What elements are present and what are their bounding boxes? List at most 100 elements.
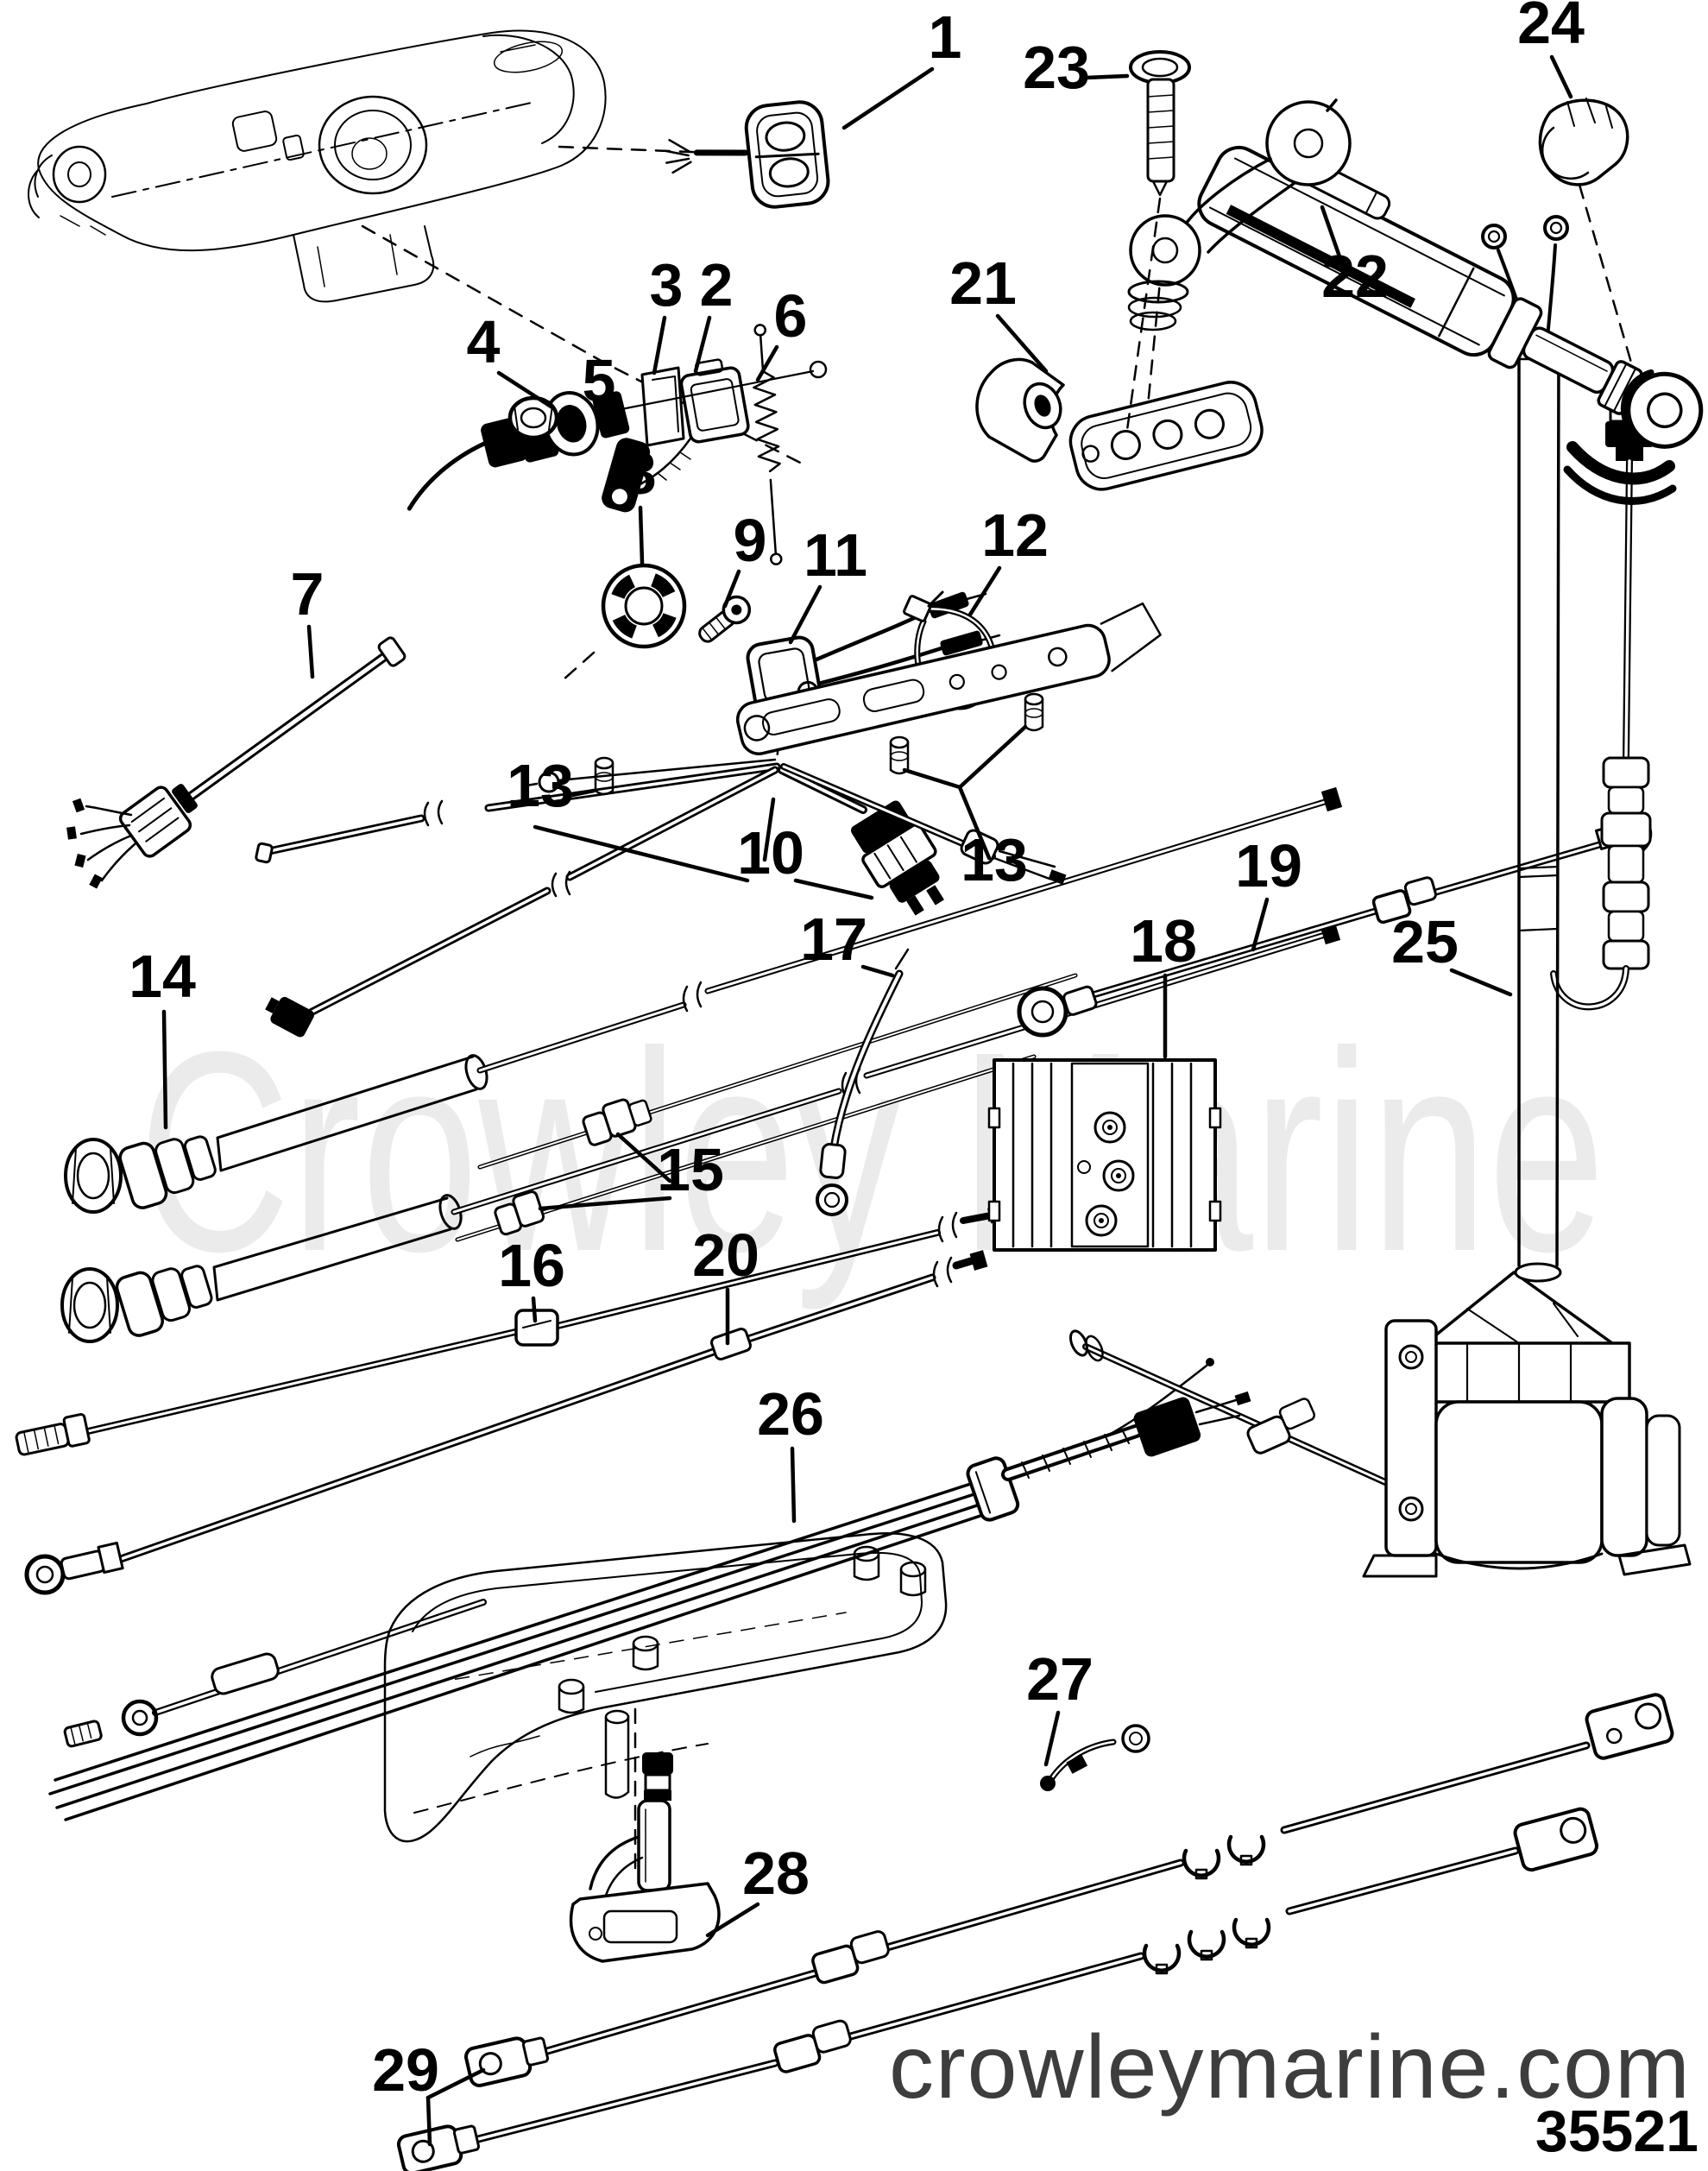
callout-leader-19 <box>1251 897 1270 952</box>
watermark-text: Crowley Marine <box>138 992 1605 1312</box>
callout-leader-6 <box>755 344 779 382</box>
callout-leader-10 <box>762 797 776 862</box>
callout-leader-23 <box>1083 73 1130 80</box>
wiring-harness-bundle <box>48 1358 1214 1821</box>
tilt-cylinder <box>1197 145 1704 505</box>
cable-retainer-clips <box>1142 1834 1271 1975</box>
callout-label-2-1: 2 <box>700 251 734 319</box>
callout-leader-3 <box>652 315 667 376</box>
callout-leader-29 <box>425 2067 486 2100</box>
trim-tube <box>1481 215 1569 1267</box>
callout-label-9-8: 9 <box>734 507 767 574</box>
main-engine-harness-10 <box>255 602 1162 1038</box>
callout-label-6-5: 6 <box>774 282 808 350</box>
callout-label-5-4: 5 <box>583 347 616 414</box>
callout-label-12-11: 12 <box>981 502 1049 569</box>
callout-leader-7 <box>306 624 315 679</box>
callout-label-3-2: 3 <box>650 251 684 319</box>
tiller-cable-7 <box>66 636 596 889</box>
callout-label-11-10: 11 <box>804 521 867 589</box>
shift-cable-fittings <box>15 1309 559 1456</box>
callout-label-17-17: 17 <box>800 906 867 973</box>
callout-leader-25 <box>1449 968 1513 997</box>
callout-label-24-24: 24 <box>1517 0 1585 56</box>
tilt-anchor-bracket <box>975 357 1264 491</box>
throttle-cable-fittings <box>24 1327 752 1595</box>
callout-label-16-16: 16 <box>498 1232 565 1299</box>
harness-clamp-26 <box>966 1391 1251 1522</box>
pivot-bolt <box>1125 50 1191 432</box>
callout-leader-11 <box>788 584 822 645</box>
callout-label-15-15: 15 <box>657 1136 724 1203</box>
callout-leader-29 <box>425 2095 432 2147</box>
callout-label-19-19: 19 <box>1235 832 1302 899</box>
link-spring-6 <box>753 324 783 565</box>
callout-label-7-6: 7 <box>291 560 325 628</box>
callout-leader-12 <box>967 565 1002 617</box>
callout-label-21-21: 21 <box>949 249 1017 317</box>
callout-label-10-9: 10 <box>737 819 804 887</box>
callout-leader-13 <box>957 724 1028 790</box>
bracket-clip-3 <box>640 366 685 447</box>
grommet-8 <box>601 563 687 649</box>
callout-leader-26 <box>790 1446 797 1524</box>
callout-leader-22 <box>1320 205 1349 279</box>
callout-label-4-3: 4 <box>467 308 501 376</box>
fuel-hose-fittings <box>60 1098 652 1343</box>
callout-label-1-0: 1 <box>929 3 962 71</box>
callout-leader-24 <box>1549 54 1573 99</box>
trim-sender-28 <box>569 1707 721 1963</box>
voltage-regulator-18 <box>987 1058 1222 1252</box>
callout-label-28-28: 28 <box>742 1840 810 1907</box>
callout-label-13-12: 13 <box>507 752 574 819</box>
callout-label-22-22: 22 <box>1321 243 1389 310</box>
callout-label-27-27: 27 <box>1026 1645 1093 1713</box>
callout-leader-27 <box>1043 1710 1061 1767</box>
fuel-vent-tube-17 <box>816 948 910 1216</box>
callout-label-13-13: 13 <box>961 826 1028 893</box>
tiller-handle-assembly <box>28 29 809 468</box>
callout-leader-10 <box>533 824 750 883</box>
screw-9 <box>698 595 752 643</box>
callout-leader-16 <box>531 1296 538 1323</box>
callout-leader-17 <box>860 964 895 978</box>
callout-label-26-26: 26 <box>757 1380 824 1448</box>
footer-site-url: crowleymarine.com <box>889 2017 1692 2117</box>
sender-lead-cable <box>63 1599 487 1748</box>
callout-leader-5 <box>555 410 581 426</box>
lanyard-stop-clip <box>664 100 830 209</box>
callout-label-8-7: 8 <box>623 439 657 507</box>
callout-leader-1 <box>841 66 935 130</box>
callout-label-18-18: 18 <box>1130 907 1197 975</box>
callout-leader-4 <box>496 370 555 410</box>
lower-cowl-tray <box>383 1532 948 1843</box>
mounting-screws-13 <box>594 692 1044 796</box>
retainer-nut-5 <box>507 395 559 440</box>
throttle-cable <box>117 1250 988 1563</box>
callout-leader-21 <box>995 313 1049 374</box>
callout-label-29-29: 29 <box>372 2036 439 2104</box>
shift-cable <box>85 1205 1003 1435</box>
callout-leader-15 <box>615 1132 672 1183</box>
callout-leader-28 <box>705 1902 760 1938</box>
callout-leader-2 <box>693 315 712 374</box>
callout-leader-13 <box>565 788 596 798</box>
drawing-number: 35521 <box>1535 2098 1699 2164</box>
callout-label-23-23: 23 <box>1023 34 1090 101</box>
fuel-hose-upper <box>216 786 1343 1172</box>
callout-label-25-25: 25 <box>1391 908 1459 975</box>
ground-wire-27 <box>1040 1724 1150 1791</box>
callout-leader-14 <box>161 1009 168 1130</box>
trim-pump-assembly <box>1068 1262 1692 1578</box>
battery-cable-positive <box>464 1693 1674 2087</box>
battery-cable-negative <box>396 1807 1599 2171</box>
callout-label-14-14: 14 <box>129 943 196 1010</box>
callout-leader-10 <box>793 878 874 900</box>
steering-link-arm <box>1127 98 1352 407</box>
retainer-clip <box>1538 98 1633 364</box>
callout-label-20-20: 20 <box>692 1221 759 1289</box>
callout-leader-9 <box>722 569 741 609</box>
